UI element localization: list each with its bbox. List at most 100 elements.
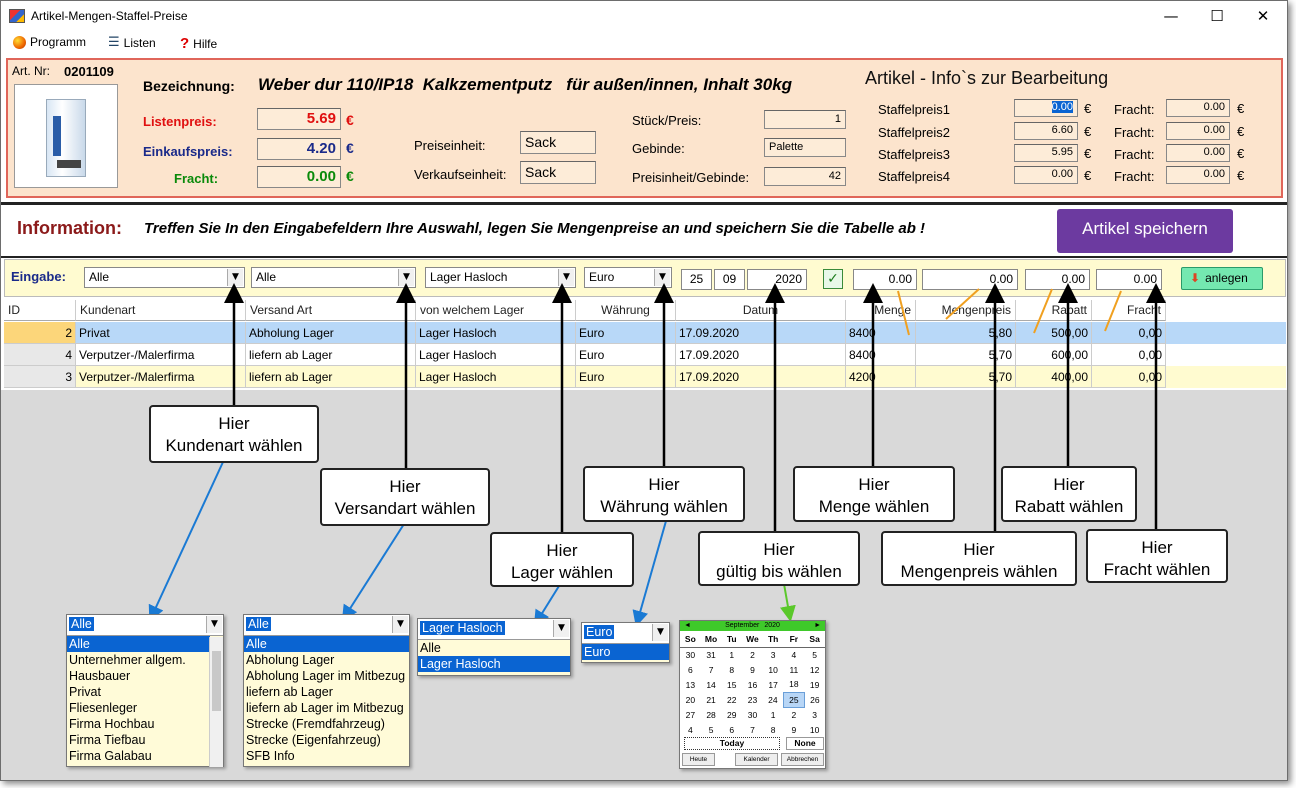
chevron-down-icon[interactable]: ▼ — [654, 269, 670, 286]
menu-programm[interactable]: Programm — [13, 35, 86, 49]
scrollbar[interactable] — [209, 637, 223, 767]
calendar-day[interactable]: 17 — [768, 679, 778, 690]
table-cell[interactable]: Lager Hasloch — [416, 366, 576, 388]
column-header[interactable]: Währung — [576, 300, 676, 321]
table-cell[interactable]: 4 — [4, 344, 76, 366]
gebinde-field[interactable]: Palette — [764, 138, 846, 157]
kalender-button[interactable]: Kalender — [735, 753, 778, 766]
table-cell[interactable]: Privat — [76, 322, 246, 344]
calendar-day[interactable]: 10 — [768, 664, 778, 675]
calendar-day[interactable]: 6 — [687, 664, 693, 675]
calendar-day[interactable]: 6 — [729, 724, 735, 735]
column-header[interactable]: Versand Art — [246, 300, 416, 321]
calendar-day[interactable]: 5 — [708, 724, 714, 735]
column-header[interactable]: Datum — [676, 300, 846, 321]
calendar-day[interactable]: 4 — [791, 649, 797, 660]
chevron-down-icon[interactable]: ▼ — [553, 620, 569, 637]
staffel1-fracht-field[interactable]: 0.00 — [1166, 99, 1230, 117]
chevron-down-icon[interactable]: ▼ — [206, 616, 222, 633]
calendar-day[interactable]: 7 — [708, 664, 714, 675]
calendar-day[interactable]: 30 — [685, 649, 696, 660]
fracht-input[interactable]: 0.00 — [1096, 269, 1162, 290]
staffelpreis2-field[interactable]: 6.60 — [1014, 122, 1078, 140]
lager-dropdown-field[interactable]: Lager Hasloch▼ — [418, 619, 570, 640]
calendar-day[interactable]: 30 — [747, 709, 758, 720]
dropdown-option[interactable]: Privat — [69, 685, 101, 699]
calendar-day[interactable]: 9 — [750, 664, 755, 675]
calendar-day[interactable]: 13 — [685, 679, 696, 690]
dropdown-option[interactable]: Euro — [582, 644, 669, 660]
versand-dropdown-field[interactable]: Alle▼ — [244, 615, 409, 636]
table-cell[interactable]: Verputzer-/Malerfirma — [76, 344, 246, 366]
heute-button[interactable]: Heute — [682, 753, 715, 766]
today-button[interactable]: Today — [684, 737, 780, 750]
menu-hilfe[interactable]: ?Hilfe — [180, 35, 217, 52]
dropdown-option[interactable]: Abholung Lager im Mitbezug — [246, 669, 406, 683]
table-cell[interactable]: 3 — [4, 366, 76, 388]
column-header[interactable]: ID — [4, 300, 76, 321]
staffel3-fracht-field[interactable]: 0.00 — [1166, 144, 1230, 162]
column-header[interactable]: Mengenpreis — [916, 300, 1016, 321]
calendar-day[interactable]: 16 — [747, 679, 758, 690]
waehrung-dropdown-field[interactable]: Euro▼ — [582, 623, 669, 644]
waehrung-dropdown[interactable]: Euro▼ Euro — [581, 622, 670, 663]
artikel-speichern-button[interactable]: Artikel speichern — [1057, 209, 1233, 253]
table-cell[interactable]: Euro — [576, 322, 676, 344]
maximize-button[interactable]: ☐ — [1210, 7, 1224, 25]
column-header[interactable]: Kundenart — [76, 300, 246, 321]
table-cell[interactable]: 500,00 — [1016, 322, 1092, 344]
calendar-day[interactable]: 9 — [791, 724, 797, 735]
table-cell[interactable]: 8400 — [846, 344, 916, 366]
prev-month-icon[interactable]: ◄ — [684, 622, 691, 629]
kundenart-dropdown-field[interactable]: Alle▼ — [67, 615, 223, 636]
versand-combo[interactable]: Alle▼ — [251, 267, 416, 288]
calendar-day[interactable]: 11 — [789, 664, 799, 675]
table-cell[interactable]: 2 — [4, 322, 76, 344]
calendar-day[interactable]: 25 — [783, 691, 805, 708]
calendar-day[interactable]: 28 — [706, 709, 716, 720]
calendar-day[interactable]: 8 — [729, 664, 735, 675]
calendar-day[interactable]: 1 — [770, 709, 776, 720]
chevron-down-icon[interactable]: ▼ — [398, 269, 414, 286]
table-cell[interactable]: 17.09.2020 — [676, 322, 846, 344]
dropdown-option[interactable]: Strecke (Eigenfahrzeug) — [246, 733, 381, 747]
calendar-day[interactable]: 26 — [810, 694, 820, 705]
staffelpreis1-field[interactable]: 0.00 — [1014, 99, 1078, 117]
calendar-day[interactable]: 1 — [729, 649, 735, 660]
waehrung-combo[interactable]: Euro▼ — [584, 267, 672, 288]
table-cell[interactable]: Euro — [576, 366, 676, 388]
calendar-day[interactable]: 12 — [809, 664, 820, 675]
table-cell[interactable]: Verputzer-/Malerfirma — [76, 366, 246, 388]
calendar-day[interactable]: 27 — [685, 709, 696, 720]
table-cell[interactable]: 4200 — [846, 366, 916, 388]
calendar-day[interactable]: 3 — [770, 649, 776, 660]
table-cell[interactable]: 400,00 — [1016, 366, 1092, 388]
next-month-icon[interactable]: ► — [814, 622, 821, 629]
dropdown-option[interactable]: liefern ab Lager — [246, 685, 333, 699]
minimize-button[interactable]: — — [1163, 7, 1179, 25]
calendar-day[interactable]: 2 — [750, 649, 755, 660]
stueck-preis-field[interactable]: 1 — [764, 110, 846, 129]
dropdown-option[interactable]: liefern ab Lager im Mitbezug — [246, 701, 404, 715]
calendar-day[interactable]: 3 — [812, 709, 817, 720]
dropdown-option[interactable]: Firma Hochbau — [69, 717, 155, 731]
dropdown-option[interactable]: Firma Galabau — [69, 749, 152, 763]
table-cell[interactable]: liefern ab Lager — [246, 366, 416, 388]
einkaufspreis-field[interactable]: 4.20 — [257, 138, 341, 160]
preiseinheit-field[interactable]: Sack — [520, 131, 596, 154]
dropdown-option[interactable]: Abholung Lager — [246, 653, 335, 667]
calendar-day[interactable]: 31 — [706, 649, 716, 660]
staffelpreis4-field[interactable]: 0.00 — [1014, 166, 1078, 184]
table-cell[interactable]: liefern ab Lager — [246, 344, 416, 366]
staffel2-fracht-field[interactable]: 0.00 — [1166, 122, 1230, 140]
day-field[interactable]: 25 — [681, 269, 712, 290]
none-button[interactable]: None — [786, 737, 824, 750]
chevron-down-icon[interactable]: ▼ — [558, 269, 574, 286]
pe-gebinde-field[interactable]: 42 — [764, 167, 846, 186]
calendar-day[interactable]: 10 — [809, 724, 820, 735]
